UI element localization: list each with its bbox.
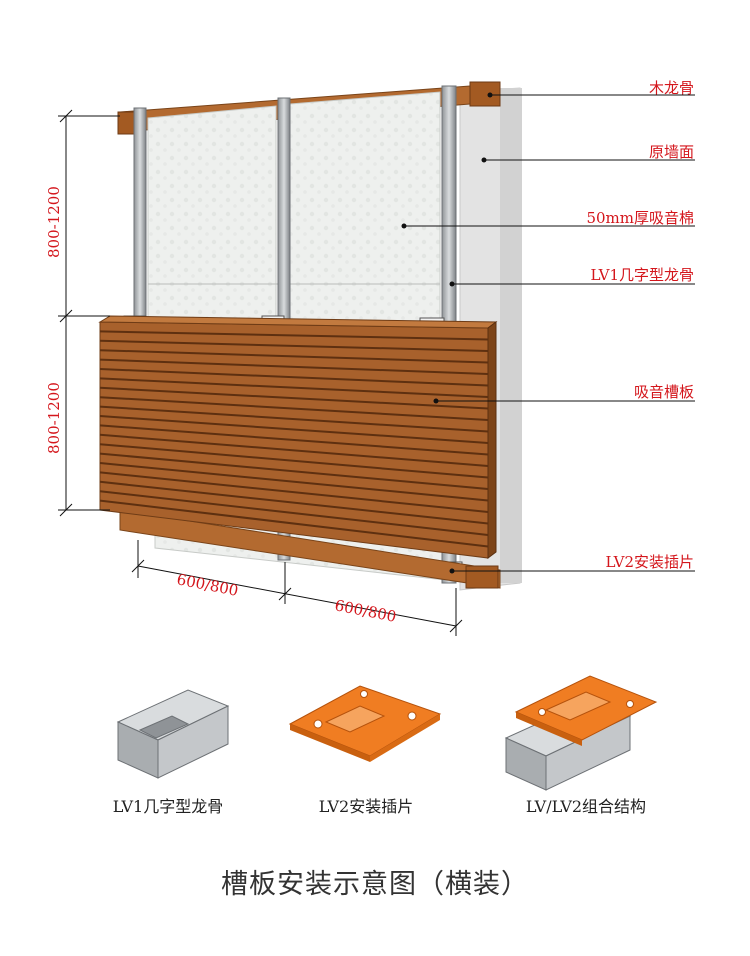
dim-horizontal-right: 600/800 <box>333 596 398 626</box>
panel-groove-line <box>99 377 489 398</box>
dim-horizontal-left: 600/800 <box>175 570 240 600</box>
panel-groove-line <box>99 462 489 502</box>
panel-groove-line <box>99 368 489 387</box>
diagram-title: 槽板安装示意图（横装） <box>221 869 529 900</box>
callout-original-wall: 原墙面 <box>648 143 694 161</box>
panel-groove-line <box>99 433 489 467</box>
panel-groove-line <box>99 452 489 490</box>
lv1-keel-illustration <box>116 689 230 779</box>
callout-groove-panel: 吸音槽板 <box>633 383 694 401</box>
panel-groove-line <box>99 358 489 375</box>
combo-illustration <box>504 675 658 791</box>
leader-lines <box>401 92 695 574</box>
panel-groove-line <box>99 405 489 433</box>
panel-grooves <box>99 330 489 548</box>
callout-wood-keel: 木龙骨 <box>648 79 694 97</box>
panel-groove-line <box>99 396 489 421</box>
caption-lv1: LV1几字型龙骨 <box>112 797 224 816</box>
panel-groove-line <box>99 443 489 479</box>
callout-lv2-clip: LV2安装插片 <box>605 553 694 571</box>
callout-lv1-keel: LV1几字型龙骨 <box>590 266 694 284</box>
panel-groove-line <box>99 386 489 410</box>
panel-groove-line <box>99 339 489 352</box>
lv1-keels <box>133 85 457 584</box>
panel-groove-line <box>99 424 489 456</box>
panel-groove-line <box>99 480 489 525</box>
panel-groove-line <box>99 471 489 513</box>
panel-groove-line <box>99 330 489 341</box>
vertical-dimensions <box>58 109 120 517</box>
callout-cotton: 50mm厚吸音棉 <box>586 209 694 227</box>
lv2-clip-illustration <box>288 685 442 762</box>
panel-groove-line <box>99 349 489 364</box>
horizontal-dimensions <box>131 540 463 636</box>
panel-groove-line <box>99 490 489 536</box>
groove-panel <box>98 315 498 559</box>
caption-combo: LV/LV2组合结构 <box>525 797 647 816</box>
dim-vertical-lower: 800-1200 <box>45 382 63 454</box>
panel-groove-line <box>99 499 489 548</box>
dim-vertical-upper: 800-1200 <box>45 186 63 258</box>
panel-groove-line <box>99 415 489 444</box>
caption-lv2: LV2安装插片 <box>318 797 414 816</box>
